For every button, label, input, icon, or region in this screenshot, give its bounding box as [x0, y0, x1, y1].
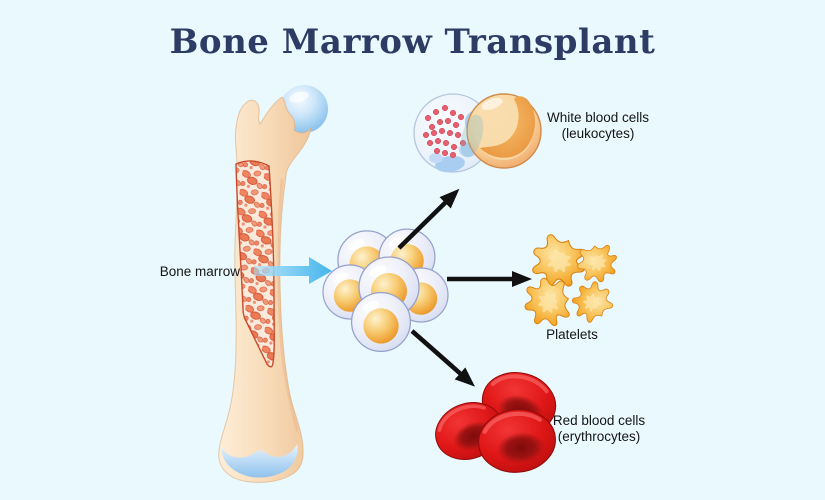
stem-cell-cluster	[322, 228, 449, 353]
arrow-to-red-blood-cells	[410, 329, 475, 387]
white-blood-cells-illustration	[413, 93, 542, 173]
bone-shaft-shadow	[277, 178, 299, 432]
red-blood-cells-label: Red blood cells (erythrocytes)	[518, 413, 680, 444]
white-blood-cells-label-line1: White blood cells	[546, 110, 650, 125]
femur-bone-illustration	[218, 85, 328, 483]
arrow-to-white-blood-cells	[397, 188, 460, 250]
page-title: Bone Marrow Transplant	[169, 22, 656, 62]
white-blood-cells-label: White blood cells (leukocytes)	[517, 110, 679, 141]
red-blood-cells-label-line1: Red blood cells	[552, 413, 646, 428]
white-blood-cells-label-line2: (leukocytes)	[561, 125, 635, 141]
bone-marrow-window	[235, 160, 275, 368]
platelets-illustration	[519, 231, 622, 332]
marrow-extraction-arrow	[254, 257, 332, 284]
condyle-cartilage	[221, 444, 298, 478]
bone-marrow-label: Bone marrow	[159, 264, 240, 279]
wbc-granules	[422, 104, 467, 159]
wbc-nucleus	[480, 96, 535, 158]
platelets-label: Platelets	[546, 327, 598, 342]
red-blood-cells-label-line2: (erythrocytes)	[557, 428, 641, 444]
